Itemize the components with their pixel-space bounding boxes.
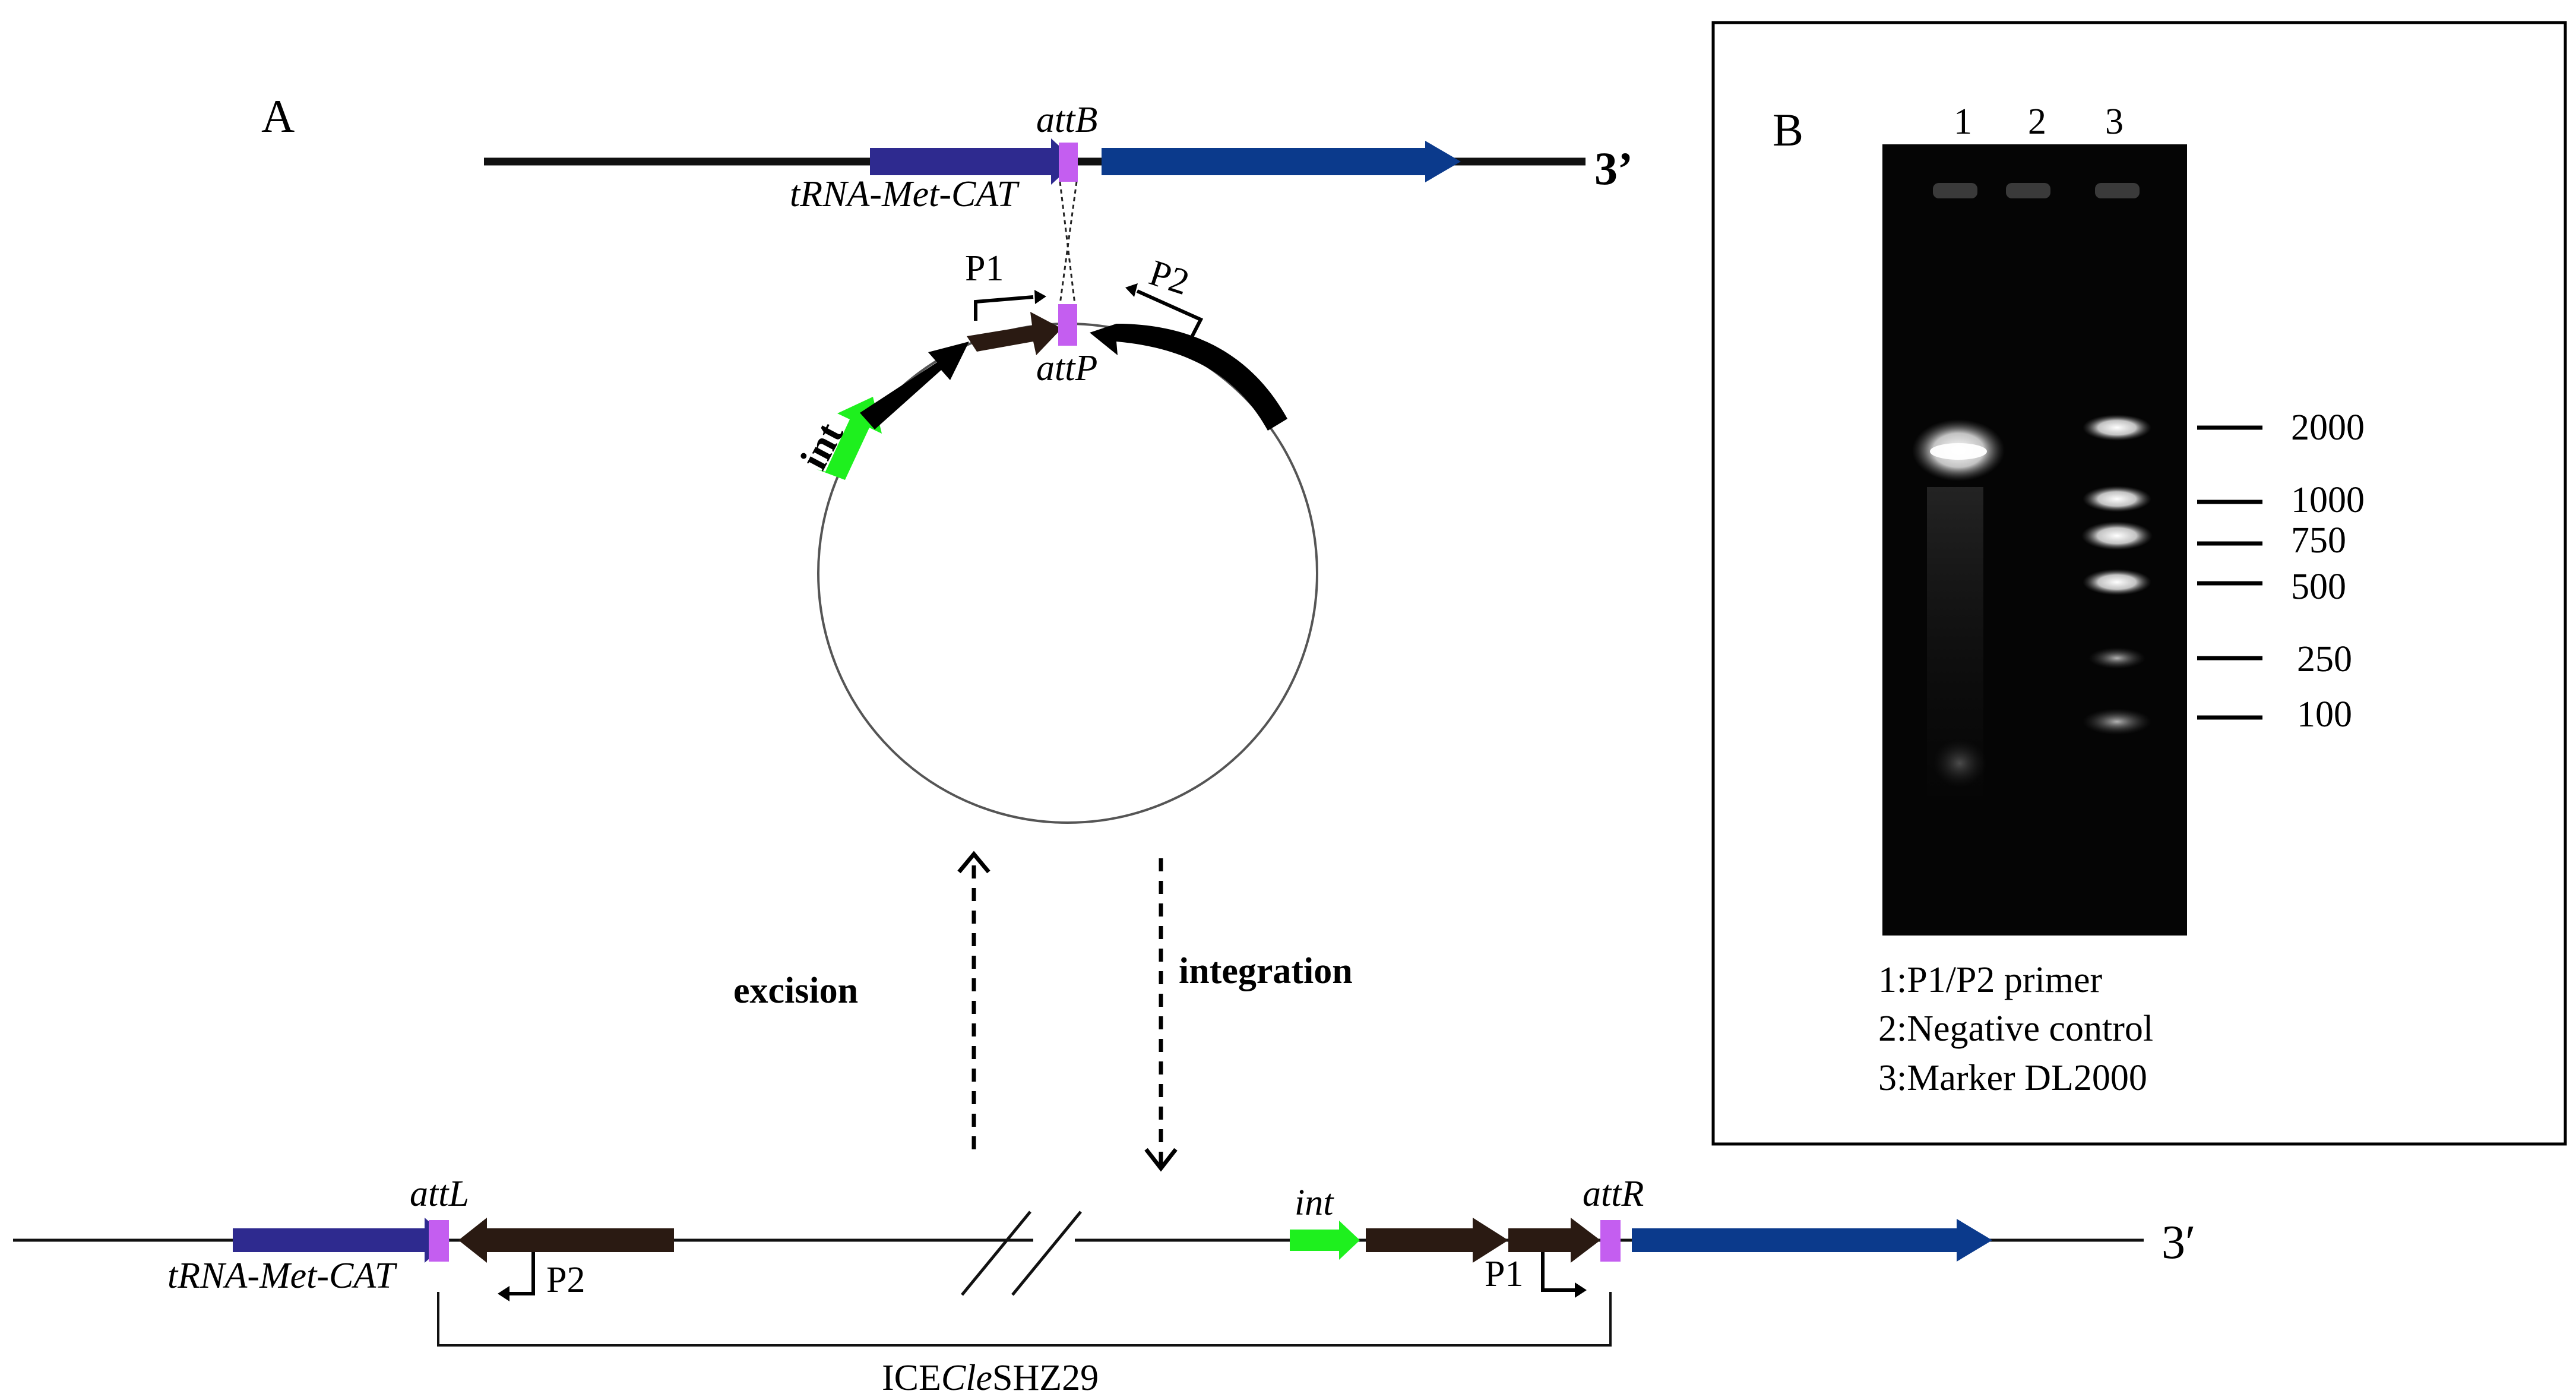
well-1 [1933,183,1977,198]
attp-label: attP [1036,348,1097,388]
attp-site [1058,304,1077,346]
panel-b-frame [1711,21,2567,1146]
downstream-gene-integrated [1632,1219,1992,1262]
transition-arrows: excision integration [733,851,1353,1172]
integration-label: integration [1179,951,1353,991]
attr-site [1600,1220,1621,1262]
int-gene-integrated [1290,1221,1360,1260]
panel-a-label: A [261,90,295,142]
p1-label-integrated: P1 [1485,1254,1523,1294]
chromosome-attb: attB tRNA-Met-CAT 3’ [484,100,1633,214]
primer-p1-circle [974,295,1034,321]
marker-band-1000 [2083,486,2151,512]
primer-p2-int-arrowhead [498,1286,509,1301]
ice-element-label: ICECleSHZ29 [882,1358,1099,1398]
lane-1-primer-dimer [1933,739,1986,787]
orf-reverse-integrated [458,1218,674,1263]
primer-p2-arrowhead [1125,283,1138,297]
panel-a: A attB tRNA-Met-CAT 3’ [13,90,2196,1398]
trna-label-integrated: tRNA-Met-CAT [167,1256,398,1296]
legend-line-3: 3:Marker DL2000 [1878,1058,2147,1098]
size-label-100: 100 [2297,694,2352,735]
p1-label-circle: P1 [965,248,1004,289]
primer-p1-int-arrowhead [1575,1282,1587,1298]
attl-site [429,1220,449,1262]
panel-b-label: B [1773,104,1803,156]
lane-label-1: 1 [1954,102,1972,142]
int-label-integrated: int [1295,1183,1334,1223]
orf-circle-1 [860,342,969,429]
lane-label-2: 2 [2028,102,2046,142]
orf-circle-2 [967,312,1062,355]
attr-label: attR [1583,1174,1644,1214]
orf-integrated-2 [1508,1218,1600,1263]
orf-integrated-1 [1366,1218,1508,1263]
ice-bracket [437,1292,1612,1347]
primer-p2-integrated [508,1252,535,1295]
well-2 [2006,183,2050,198]
marker-band-100 [2083,709,2151,735]
gel-image [1882,144,2187,936]
attb-label: attB [1036,100,1097,140]
orf-circle-reverse [1090,324,1287,431]
size-label-500: 500 [2291,567,2346,607]
marker-band-500 [2083,569,2151,595]
three-prime-label: 3’ [1594,143,1633,194]
excision-arrowhead [957,851,990,874]
legend-line-2: 2:Negative control [1878,1009,2153,1049]
break-mark-1 [961,1211,1031,1296]
downstream-gene [1102,141,1461,182]
size-label-750: 750 [2291,520,2346,561]
marker-band-2000 [2083,415,2151,441]
size-label-1000: 1000 [2291,480,2365,520]
legend-line-1: 1:P1/P2 primer [1878,960,2103,1000]
size-label-2000: 2000 [2291,407,2365,448]
p2-label-integrated: P2 [546,1260,585,1300]
well-3 [2095,183,2140,198]
marker-band-750 [2081,522,2153,550]
trna-label: tRNA-Met-CAT [790,174,1020,214]
lane-label-3: 3 [2105,102,2124,142]
excision-label: excision [733,971,858,1011]
size-label-250: 250 [2297,639,2352,680]
marker-band-250 [2088,647,2145,669]
attb-site [1059,143,1078,182]
marker-size-ticks [2197,425,2262,720]
attl-label: attL [410,1174,469,1214]
chromosome-integrated: P2 P1 attL attR int tRNA-Met-CAT 3′ ICEC… [13,1174,2196,1398]
three-prime-label-integrated: 3′ [2162,1216,2196,1269]
circular-intermediate: P1 P2 attP int [792,248,1318,824]
integration-arrowhead [1144,1148,1178,1172]
break-mark-2 [1011,1211,1082,1296]
trna-gene-integrated [233,1218,450,1263]
primer-p1-integrated [1541,1252,1577,1292]
crossover-lines [1059,181,1078,305]
primer-p2-circle [1136,289,1204,343]
primer-p1-arrowhead [1034,290,1046,304]
trna-met-cat-gene [870,138,1076,185]
panel-b: B 1 2 3 [1711,21,2567,1146]
p2-label-circle: P2 [1144,252,1194,303]
